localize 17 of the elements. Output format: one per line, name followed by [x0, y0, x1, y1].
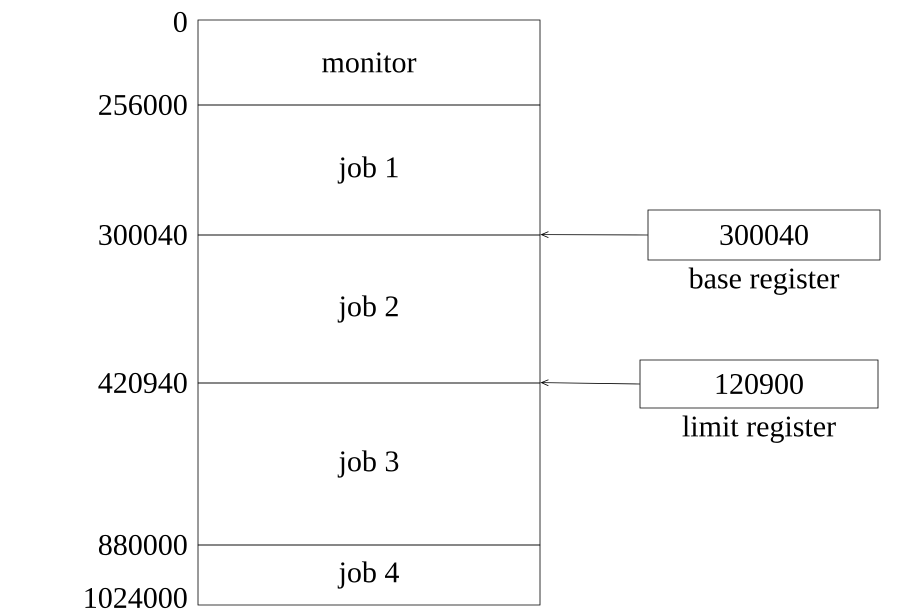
memory-segment: job 2	[198, 234, 540, 384]
arrow	[540, 231, 648, 238]
arrow	[540, 379, 640, 386]
register-name: limit register	[682, 416, 836, 443]
address-label: 420940	[98, 372, 187, 394]
memory-segment: job 4	[198, 544, 540, 606]
address-label: 1024000	[85, 588, 187, 608]
register-name: base register	[688, 268, 840, 295]
memory-segment: monitor	[198, 20, 540, 106]
register-box: 300040	[648, 210, 880, 260]
address-label: 880000	[98, 534, 187, 556]
memory-segment: job 1	[198, 104, 540, 236]
address-label: 256000	[99, 94, 187, 116]
register-box: 120900	[640, 360, 878, 408]
address-label: 0	[174, 12, 187, 32]
address-label: 300040	[99, 224, 187, 246]
memory-segment: job 3	[198, 382, 540, 546]
